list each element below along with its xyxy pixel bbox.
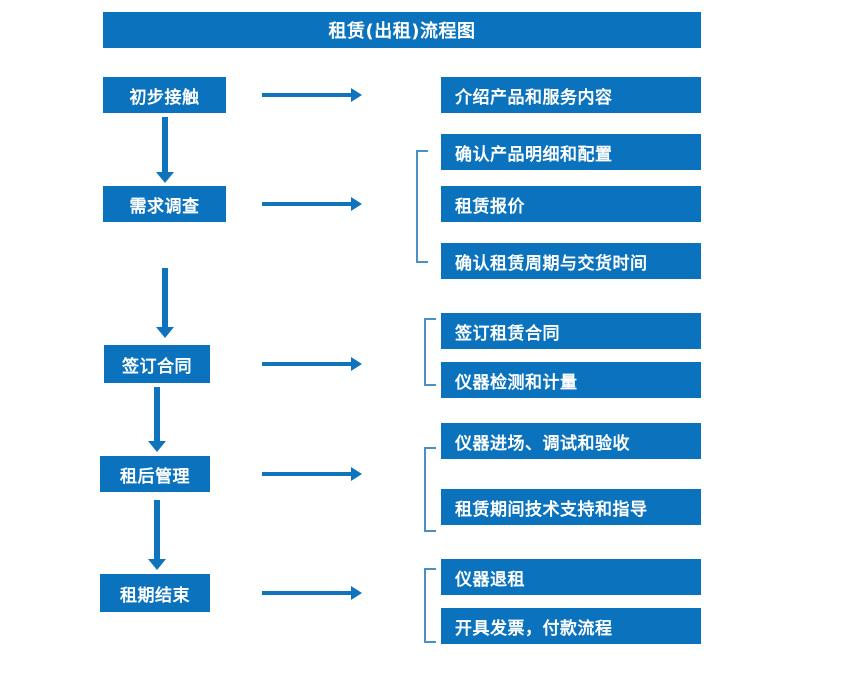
detail-box-zulin-baojia[interactable]: 租赁报价 (441, 186, 701, 222)
vertical-arrow-1 (156, 117, 174, 183)
vertical-arrow-2 (156, 268, 174, 338)
detail-box-yiqi-jiance-jiliang[interactable]: 仪器检测和计量 (441, 362, 701, 398)
group-bracket-zuhou-guanli (424, 447, 436, 532)
group-bracket-xuqiu-diaocha (416, 150, 428, 263)
stage-box-zuhou-guanli[interactable]: 租后管理 (100, 456, 210, 492)
horizontal-arrow-4 (262, 467, 362, 481)
horizontal-arrow-5 (262, 586, 362, 600)
detail-box-yiqi-jinchang-tiaoshi[interactable]: 仪器进场、调试和验收 (441, 423, 701, 459)
detail-box-queren-zulin-zhouqi[interactable]: 确认租赁周期与交货时间 (441, 243, 701, 279)
horizontal-arrow-3 (262, 357, 362, 371)
detail-box-kaiju-fapiao-fukuan[interactable]: 开具发票，付款流程 (441, 608, 701, 644)
horizontal-arrow-1 (262, 88, 362, 102)
group-bracket-zuqi-jieshu (424, 568, 436, 643)
vertical-arrow-4 (148, 500, 166, 570)
diagram-title: 租赁(出租)流程图 (103, 12, 701, 48)
vertical-arrow-3 (148, 387, 166, 452)
detail-box-jieshao-chanpin[interactable]: 介绍产品和服务内容 (441, 77, 701, 113)
stage-box-zuqi-jieshu[interactable]: 租期结束 (100, 574, 210, 612)
group-bracket-qianding-hetong (424, 318, 436, 386)
detail-box-yiqi-tuizu[interactable]: 仪器退租 (441, 559, 701, 595)
stage-box-xuqiu-diaocha[interactable]: 需求调查 (103, 186, 226, 222)
detail-box-qianding-zulin-hetong[interactable]: 签订租赁合同 (441, 313, 701, 349)
stage-box-chubu-jiechu[interactable]: 初步接触 (103, 77, 226, 113)
detail-box-queren-chanpin-mingxi[interactable]: 确认产品明细和配置 (441, 134, 701, 170)
stage-box-qianding-hetong[interactable]: 签订合同 (104, 345, 210, 383)
horizontal-arrow-2 (262, 197, 362, 211)
detail-box-zulin-qijian-jishu-zhichi[interactable]: 租赁期间技术支持和指导 (441, 489, 701, 525)
